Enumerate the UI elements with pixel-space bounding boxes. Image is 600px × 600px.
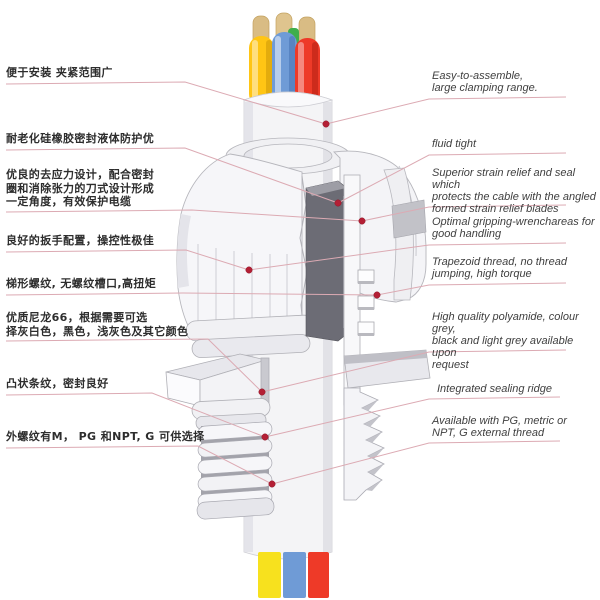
label-en-wrench-area: Optimal gripping-wrenchareas for good ha… — [432, 216, 595, 240]
leader-right-7 — [264, 396, 561, 438]
label-zh-seal: 耐老化硅橡胶密封液体防护优 — [6, 132, 155, 145]
section-flange-top — [344, 350, 427, 364]
label-zh-sealing-ridge: 凸状条纹，密封良好 — [6, 377, 109, 390]
inner-thread-teeth — [357, 269, 375, 336]
label-en-fluid-tight: fluid tight — [432, 138, 477, 150]
leader-right-3 — [361, 204, 567, 222]
leader-left-4 — [5, 249, 250, 271]
label-en-easy-assemble: Easy-to-assemble, large clamping range. — [432, 70, 538, 94]
label-zh-wrench-area: 良好的扳手配置，操控性极佳 — [6, 234, 155, 247]
hex-flange — [165, 353, 270, 407]
inner-teeth-shadows — [358, 281, 374, 336]
leader-right-8 — [271, 440, 561, 485]
label-zh-easy-assemble: 便于安装 夹紧范围广 — [6, 66, 113, 79]
label-en-polyamide: High quality polyamide, colour grey, bla… — [432, 311, 579, 371]
label-en-trapezoid-thread: Trapezoid thread, no thread jumping, hig… — [432, 256, 567, 280]
thread-end-ring — [196, 497, 275, 520]
sawtooth-shadows — [362, 400, 384, 491]
leader-left-6 — [5, 338, 263, 393]
leader-lines — [5, 81, 567, 485]
label-en-strain-relief: Superior strain relief and seal which pr… — [432, 167, 596, 215]
cut-edge — [299, 175, 308, 337]
wire-yellow — [249, 36, 274, 106]
dot-clamping-range — [322, 120, 330, 128]
dot-wrench-area — [245, 266, 253, 274]
leader-right-6 — [261, 349, 567, 393]
external-threads — [196, 421, 275, 520]
wire-stripe-blue — [283, 552, 306, 598]
label-zh-external-thread: 外螺纹有M， PG 和NPT, G 可供选择 — [6, 430, 205, 443]
leader-left-5 — [5, 292, 378, 296]
dome-left — [176, 153, 303, 340]
leader-left-3 — [5, 209, 363, 222]
leader-left-2 — [5, 147, 339, 204]
leader-right-4 — [248, 242, 567, 271]
label-zh-trapezoid-thread: 梯形螺纹, 无螺纹槽口,高扭矩 — [6, 277, 157, 290]
dot-external-thread — [268, 480, 276, 488]
section-top-tab — [391, 199, 427, 239]
wire-red — [295, 38, 320, 106]
dot-sealing-ridge — [261, 433, 269, 441]
wire-blue — [272, 32, 297, 106]
dot-polyamide-body — [258, 388, 266, 396]
leader-left-1 — [5, 81, 327, 125]
label-en-sealing-ridge: Integrated sealing ridge — [437, 383, 552, 395]
dot-seal — [334, 199, 342, 207]
top-wires — [249, 12, 320, 106]
label-zh-strain-relief: 优良的去应力设计，配合密封 圈和消除张力的刀式设计形成 一定角度，有效保护电缆 — [6, 168, 155, 208]
leader-left-8 — [5, 445, 273, 485]
label-en-external-thread: Available with PG, metric or NPT, G exte… — [432, 415, 567, 439]
leader-left-7 — [5, 392, 266, 438]
dome-left-shade — [177, 214, 191, 288]
wire-stripe-yellow — [258, 552, 281, 598]
cap-bottom-rings — [185, 314, 315, 359]
wire-stripe-red — [308, 552, 329, 598]
leader-right-5 — [376, 282, 567, 296]
dot-trapezoid-thread — [373, 291, 381, 299]
leader-right-2 — [337, 152, 567, 204]
label-zh-polyamide: 优质尼龙66，根据需要可选 择灰白色，黑色，浅灰色及其它颜色 — [6, 311, 189, 338]
bottom-wires — [258, 552, 329, 598]
cable-top-face — [242, 91, 334, 108]
leader-right-1 — [325, 96, 567, 125]
annotation-dots — [245, 120, 381, 488]
hex-cut-face — [260, 357, 270, 406]
dot-strain-relief — [358, 217, 366, 225]
